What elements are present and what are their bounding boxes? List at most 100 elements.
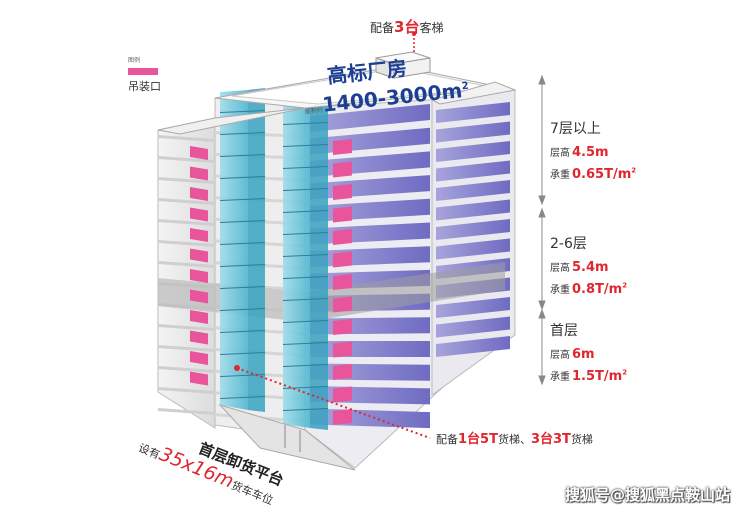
legend: 图例 吊装口: [128, 58, 172, 92]
shaft-line: [220, 374, 265, 377]
hoist-opening: [190, 330, 208, 345]
passenger-elevator-note: 配备3台客梯: [370, 18, 444, 36]
hoist-opening: [333, 319, 352, 335]
shaft-line: [220, 264, 265, 267]
window-band: [436, 219, 510, 240]
hoist-opening: [333, 251, 352, 268]
legend-heading: 图例: [128, 57, 141, 64]
shaft-line: [220, 154, 265, 157]
hoist-opening: [190, 146, 208, 160]
level-height: 6m: [572, 347, 595, 362]
watermark: 搜狐号@搜狐黑点鞍山站: [565, 486, 731, 504]
shaft-line: [283, 210, 328, 213]
level-load: 0.8T/m: [572, 282, 623, 297]
hoist-opening: [190, 310, 208, 324]
hoist-opening: [333, 206, 352, 223]
level-height: 5.4m: [572, 260, 609, 275]
shaft-line: [283, 364, 328, 367]
hoist-opening: [190, 166, 208, 181]
window-band: [436, 141, 510, 162]
level-height: 4.5m: [572, 145, 609, 160]
window-band: [436, 102, 510, 123]
hoist-opening: [333, 139, 352, 155]
floor-slab: [158, 177, 215, 184]
shaft-line: [220, 220, 265, 223]
shaft-line: [283, 342, 328, 345]
level-bracket: [538, 74, 546, 386]
floor-slab: [158, 219, 215, 226]
floor-slab: [158, 240, 215, 247]
hoist-opening: [190, 351, 208, 365]
hoist-opening: [190, 289, 208, 304]
hoist-opening: [333, 409, 352, 425]
shaft-line: [220, 352, 265, 355]
shaft-line: [283, 232, 328, 235]
shaft-line: [283, 144, 328, 147]
freight-leader-line: [236, 367, 431, 439]
floor-slab: [158, 198, 215, 205]
hoist-openings-right: [333, 139, 352, 425]
window-band: [436, 199, 510, 221]
shaft-line: [220, 308, 265, 311]
roof: [157, 51, 517, 135]
shaft-line: [283, 408, 328, 411]
window-band: [436, 336, 510, 357]
shaft-line: [283, 276, 328, 279]
hoist-opening: [333, 229, 352, 245]
window-band: [436, 238, 510, 260]
shaft-line: [283, 122, 328, 125]
floor-slab: [158, 366, 215, 373]
window-band: [436, 121, 510, 143]
loading-platform: [218, 404, 356, 471]
floor-slab: [158, 156, 215, 163]
hoist-opening: [190, 187, 208, 201]
shaft-line: [283, 320, 328, 323]
shaft-line: [283, 298, 328, 301]
window-band: [436, 297, 510, 318]
level-name: 2-6层: [550, 236, 587, 252]
hoist-opening: [190, 371, 208, 386]
hoist-opening: [190, 248, 208, 263]
window-band: [436, 316, 510, 338]
shaft-line: [220, 132, 265, 135]
window-band: [436, 180, 510, 201]
hoist-opening: [333, 296, 352, 313]
legend-item-label: 吊装口: [128, 80, 161, 93]
hoist-opening: [333, 341, 352, 358]
shaft-line: [220, 176, 265, 179]
hoist-opening: [333, 386, 352, 403]
hoist-opening: [333, 364, 352, 380]
floor-slab: [158, 387, 215, 394]
level-load: 0.65T/m: [572, 167, 632, 182]
shaft-line: [220, 286, 265, 289]
level-name: 7层以上: [550, 121, 601, 137]
hoist-openings-left: [190, 146, 208, 386]
hoist-opening: [333, 161, 352, 178]
shaft-line: [220, 242, 265, 245]
shaft-line: [283, 188, 328, 191]
shaft-line: [220, 110, 265, 113]
level-name: 首层: [550, 323, 578, 339]
floor-slab: [158, 408, 215, 415]
shaft-line: [220, 198, 265, 201]
hoist-opening: [333, 184, 352, 200]
floor-slab: [158, 345, 215, 352]
window-band: [310, 104, 430, 132]
shaft-line: [283, 254, 328, 257]
window-band: [436, 160, 510, 182]
freight-elevator-note: 配备1台5T货梯、3台3T货梯: [436, 432, 593, 447]
shaft-line: [220, 396, 265, 399]
floor-slab: [158, 261, 215, 268]
hoist-opening: [190, 207, 208, 222]
level-load: 1.5T/m: [572, 369, 623, 384]
floor-slab: [158, 135, 215, 142]
shaft-line: [283, 166, 328, 169]
hoist-opening: [333, 274, 352, 290]
hoist-opening: [190, 228, 208, 242]
gray-floor-band-right: [305, 262, 505, 322]
